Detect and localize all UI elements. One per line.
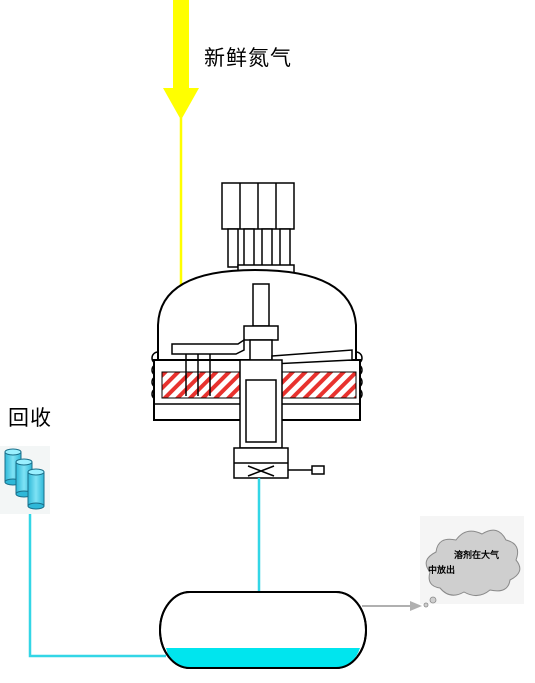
recovery-database-cylinder-icon: [0, 446, 50, 514]
vent-cloud-icon: [420, 516, 524, 608]
drive-motor-assembly: [221, 182, 295, 285]
fresh-nitrogen-label: 新鲜氮气: [204, 46, 292, 70]
vent-arrow-icon: [362, 601, 422, 611]
vent-label-line2: 中放出: [428, 566, 456, 576]
agitator-shaft: [171, 283, 353, 449]
recovery-label: 回收: [8, 406, 52, 430]
receiver-tank: [159, 591, 367, 669]
discharge-valve: [233, 447, 325, 479]
vent-label-line1: 溶剂在大气: [454, 551, 500, 561]
recovery-return-line: [28, 508, 166, 658]
nitrogen-inlet-arrow-icon: [163, 0, 199, 120]
